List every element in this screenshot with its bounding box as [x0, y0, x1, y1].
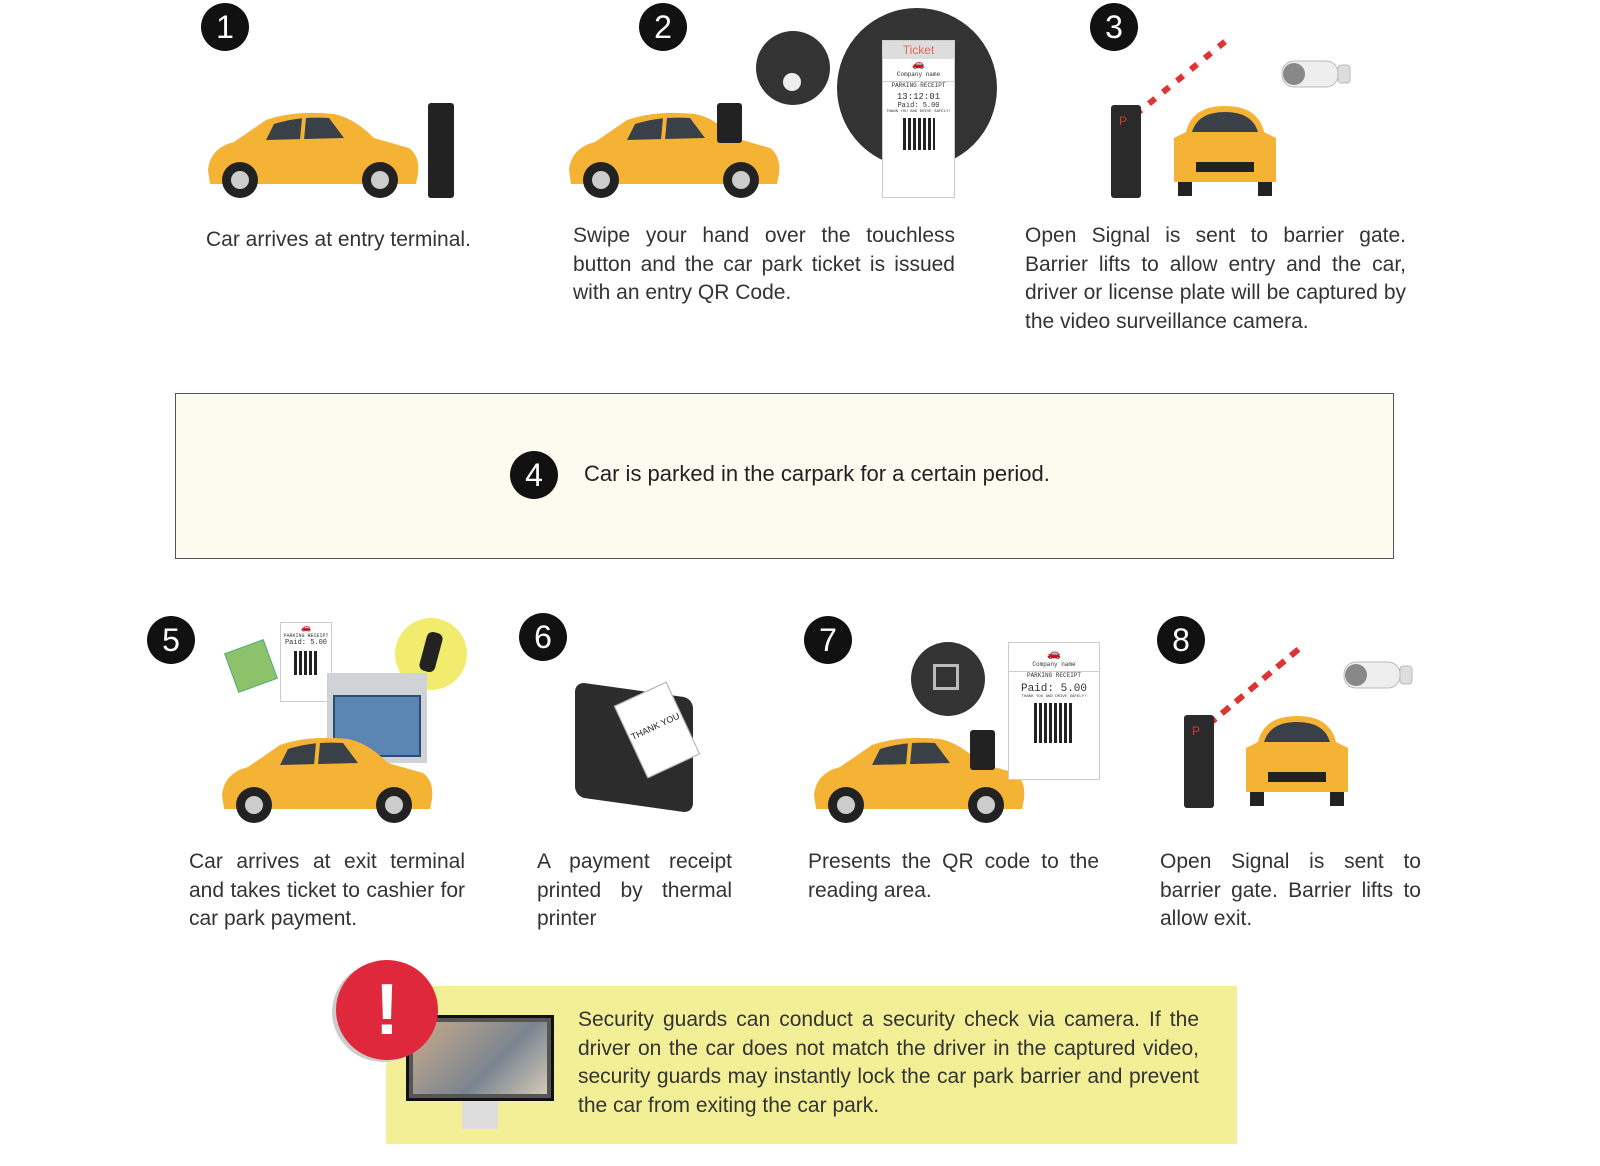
ticket-receipt-label: PARKING RECEIPT — [883, 81, 954, 89]
barrier-gate-icon: P — [1111, 37, 1229, 198]
step-8-badge: 8 — [1157, 616, 1205, 664]
ticket-company: Company name — [1032, 661, 1076, 668]
entry-terminal-icon — [428, 103, 454, 198]
step-4-text: Car is parked in the carpark for a certa… — [584, 461, 1050, 486]
car-side-icon — [810, 733, 1028, 830]
exit-terminal-icon — [970, 730, 995, 770]
step-6-text: A payment receipt printed by thermal pri… — [537, 850, 732, 930]
ticket-receipt-label: PARKING RECEIPT — [283, 633, 329, 639]
ticket-thanks: THANK YOU AND DRIVE SAFELY! — [1021, 695, 1087, 699]
car-side-icon — [565, 108, 783, 205]
surveillance-camera-icon — [1278, 55, 1354, 98]
ticket-header: Ticket — [883, 41, 954, 59]
car-front-icon — [1240, 712, 1354, 813]
qr-code-icon — [1034, 703, 1074, 743]
cash-icon — [224, 639, 278, 693]
qr-reader-icon — [911, 642, 985, 716]
ticket-paid: Paid: 5.00 — [897, 102, 940, 110]
qr-code-icon — [902, 118, 935, 150]
step-5-badge: 5 — [147, 616, 195, 664]
step-1-text: Car arrives at entry terminal. — [206, 228, 471, 251]
step-1-badge: 1 — [201, 3, 249, 51]
alert-icon: ! — [336, 960, 438, 1060]
ticket-company: Company name — [896, 71, 941, 78]
step-4-badge: 4 — [510, 451, 558, 499]
entry-ticket: Ticket 🚗 Company name PARKING RECEIPT 13… — [882, 40, 955, 198]
ticket-thanks: THANK YOU AND DRIVE SAFELY! — [886, 110, 951, 114]
ticket-paid: Paid: 5.00 — [1020, 683, 1087, 695]
svg-text:P: P — [1192, 724, 1200, 738]
step-2-text: Swipe your hand over the touchless butto… — [573, 224, 955, 304]
entry-terminal-icon — [717, 103, 742, 143]
car-side-icon — [204, 108, 422, 205]
car-front-icon — [1168, 102, 1282, 203]
step-5-text: Car arrives at exit terminal and takes t… — [189, 850, 465, 930]
step-8-text: Open Signal is sent to barrier gate. Bar… — [1160, 850, 1421, 930]
barrier-gate-icon: P — [1184, 645, 1302, 808]
step-7-text: Presents the QR code to the reading area… — [808, 850, 1099, 902]
step-3-badge: 3 — [1090, 3, 1138, 51]
svg-text:P: P — [1119, 114, 1127, 128]
car-side-icon — [218, 733, 436, 830]
ticket-receipt-label: PARKING RECEIPT — [1009, 671, 1099, 679]
ticket-paid: Paid: 5.00 — [284, 639, 327, 647]
step-4-box — [175, 393, 1394, 559]
step-2-badge: 2 — [639, 3, 687, 51]
step-7-badge: 7 — [804, 616, 852, 664]
qr-code-icon — [294, 651, 318, 675]
monitor-stand — [462, 1101, 498, 1129]
step-6-badge: 6 — [519, 613, 567, 661]
surveillance-camera-icon — [1340, 656, 1416, 699]
security-warning-text: Security guards can conduct a security c… — [578, 1008, 1199, 1117]
touchless-button-icon — [756, 31, 830, 105]
ticket-time: 13:12:01 — [896, 92, 941, 102]
step-3-text: Open Signal is sent to barrier gate. Bar… — [1025, 224, 1406, 333]
payment-ticket: 🚗 PARKING RECEIPT Paid: 5.00 — [280, 622, 332, 702]
exit-ticket: 🚗 Company name PARKING RECEIPT Paid: 5.0… — [1008, 642, 1100, 780]
